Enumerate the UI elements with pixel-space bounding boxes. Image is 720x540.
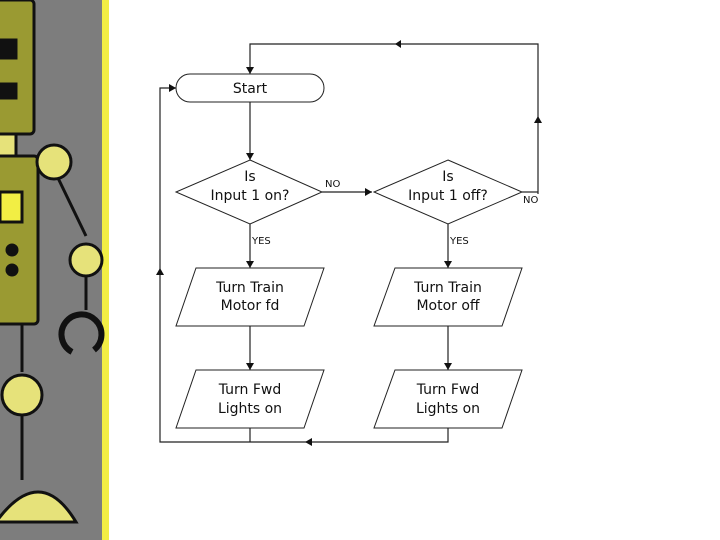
decision2-yes-label: YES bbox=[449, 236, 469, 247]
robot-icon bbox=[0, 0, 105, 524]
connector-loop-bottom bbox=[159, 87, 449, 443]
arrowhead bbox=[305, 438, 312, 446]
decision2-no-label: NO bbox=[523, 195, 538, 206]
process-turn-train-motor-fd bbox=[175, 267, 325, 327]
decision1-no-label: NO bbox=[325, 179, 340, 190]
arrowhead bbox=[444, 261, 452, 268]
process1-line1: Turn Train bbox=[215, 280, 284, 296]
arrowhead bbox=[246, 67, 254, 74]
start-label: Start bbox=[233, 81, 268, 97]
connector-loop-top bbox=[249, 43, 539, 194]
process4-line1: Turn Fwd bbox=[416, 382, 480, 398]
process3-line1: Turn Fwd bbox=[218, 382, 282, 398]
process3-line2: Lights on bbox=[218, 401, 282, 417]
arrowhead bbox=[395, 40, 401, 48]
decision1-line2: Input 1 on? bbox=[211, 188, 290, 204]
arrowhead bbox=[156, 268, 164, 275]
decision2-line2: Input 1 off? bbox=[408, 188, 488, 204]
arrowhead bbox=[246, 261, 254, 268]
process2-line1: Turn Train bbox=[413, 280, 482, 296]
arrowhead bbox=[444, 363, 452, 370]
arrowhead bbox=[246, 363, 254, 370]
process-turn-fwd-lights-on-right bbox=[373, 369, 523, 429]
decision2-line1: Is bbox=[442, 169, 453, 185]
decision-input1-off bbox=[372, 159, 524, 225]
arrowhead bbox=[365, 188, 372, 196]
process-turn-train-motor-off bbox=[373, 267, 523, 327]
arrowhead bbox=[169, 84, 176, 92]
arrowhead bbox=[246, 153, 254, 160]
decision1-yes-label: YES bbox=[251, 236, 271, 247]
sidebar-yellow-stripe bbox=[102, 0, 109, 540]
arrowhead bbox=[534, 116, 542, 123]
process1-line2: Motor fd bbox=[221, 298, 280, 314]
process4-line2: Lights on bbox=[416, 401, 480, 417]
process-turn-fwd-lights-on-left bbox=[175, 369, 325, 429]
decision-input1-on bbox=[174, 159, 324, 225]
decision1-line1: Is bbox=[244, 169, 255, 185]
process2-line2: Motor off bbox=[416, 298, 479, 314]
robot-sidebar-illustration bbox=[0, 0, 109, 540]
start-terminal bbox=[175, 73, 325, 103]
